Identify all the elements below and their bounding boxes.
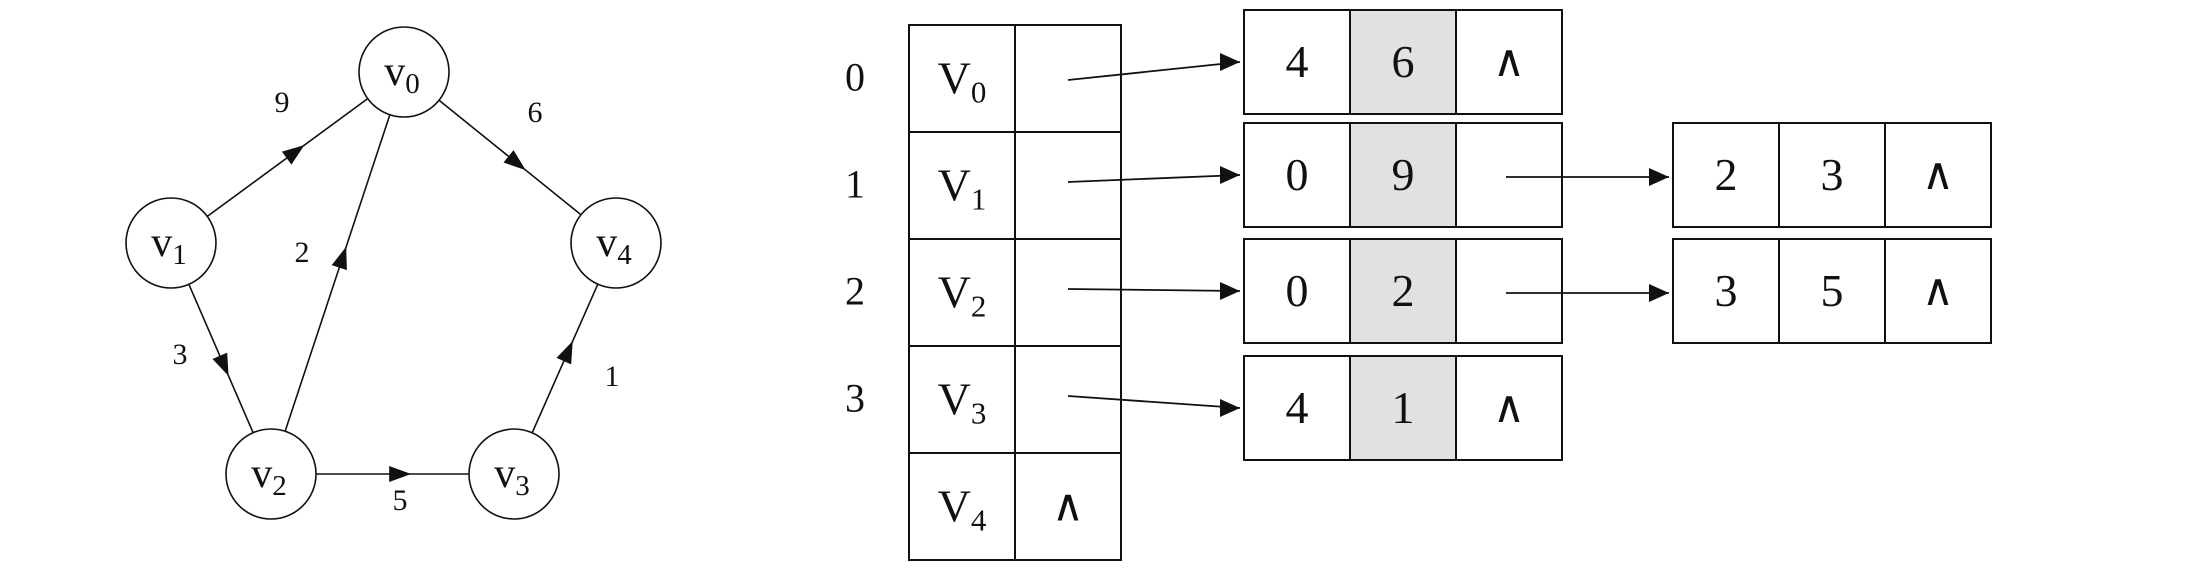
vertex-node-2: V2 xyxy=(908,238,1122,347)
pointer-arrow-icon xyxy=(1220,282,1240,300)
edge-arrow-icon xyxy=(556,341,573,365)
edge-node-2-1: 3 5 ∧ xyxy=(1672,238,1992,344)
weight-value: 9 xyxy=(1392,149,1415,200)
adjvex-value: 4 xyxy=(1286,382,1309,433)
vertex-node-1: V1 xyxy=(908,131,1122,240)
graph-node-v3: v3 xyxy=(468,428,560,520)
first-edge-pointer: ∧ xyxy=(1052,482,1084,531)
edge-arrow-icon xyxy=(281,145,305,165)
edge-v1-v0: 9 xyxy=(206,86,369,218)
weighted-digraph: 9 6 2 3 5 1 v0 v1 v2 v3 v4 xyxy=(125,26,662,520)
next-pointer: ∧ xyxy=(1922,266,1954,315)
next-pointer: ∧ xyxy=(1493,37,1525,86)
row-index-label: 1 xyxy=(845,162,865,207)
edge-weight-label: 9 xyxy=(275,86,290,119)
edge-arrow-icon xyxy=(389,466,412,482)
row-index-label: 2 xyxy=(845,269,865,314)
row-index-label: 3 xyxy=(845,376,865,421)
next-pointer: ∧ xyxy=(1493,383,1525,432)
node-label: v1 xyxy=(151,220,187,271)
edge-v0-v4: 6 xyxy=(438,96,582,216)
vertex-label: V4 xyxy=(938,481,987,538)
adjvex-value: 2 xyxy=(1715,149,1738,200)
node-label: v0 xyxy=(384,49,420,100)
edge-weight-label: 1 xyxy=(605,360,620,393)
pointer-arrow-icon xyxy=(1649,168,1669,186)
edge-v1-v2: 3 xyxy=(173,283,254,434)
vertex-label: V1 xyxy=(938,160,987,217)
edge-v2-v3: 5 xyxy=(316,466,469,517)
pointer-arrow-icon xyxy=(1220,399,1240,417)
next-pointer: ∧ xyxy=(1922,150,1954,199)
edge-node-3-0: 4 1 ∧ xyxy=(1243,355,1563,461)
edge-arrow-icon xyxy=(503,150,526,171)
adjvex-value: 0 xyxy=(1286,149,1309,200)
node-label: v2 xyxy=(251,451,287,502)
node-label: v3 xyxy=(494,451,530,502)
row-index-label: 0 xyxy=(845,55,865,100)
pointer-arrow-icon xyxy=(1649,284,1669,302)
edge-weight-label: 5 xyxy=(393,484,408,517)
node-label: v4 xyxy=(596,220,632,271)
edge-v2-v0: 2 xyxy=(284,114,391,432)
weight-value: 3 xyxy=(1821,149,1844,200)
graph-node-v4: v4 xyxy=(570,197,662,289)
vertex-label: V3 xyxy=(938,374,987,431)
pointer-arrow-icon xyxy=(1220,53,1240,71)
adjvex-value: 3 xyxy=(1715,265,1738,316)
graph-node-v0: v0 xyxy=(358,26,450,118)
graph-node-v2: v2 xyxy=(225,428,317,520)
weight-value: 2 xyxy=(1392,265,1415,316)
edge-node-1-1: 2 3 ∧ xyxy=(1672,122,1992,228)
weight-value: 1 xyxy=(1392,382,1415,433)
adjvex-value: 4 xyxy=(1286,36,1309,87)
vertex-node-0: V0 xyxy=(908,24,1122,133)
adjvex-value: 0 xyxy=(1286,265,1309,316)
edge-v3-v4: 1 xyxy=(531,283,620,434)
vertex-node-3: V3 xyxy=(908,345,1122,454)
edge-arrow-icon xyxy=(331,246,347,271)
vertex-label: V0 xyxy=(938,53,987,110)
edge-weight-label: 6 xyxy=(528,96,543,129)
edge-weight-label: 3 xyxy=(173,338,188,371)
weight-value: 6 xyxy=(1392,36,1415,87)
edge-weight-label: 2 xyxy=(295,236,310,269)
graph-node-v1: v1 xyxy=(125,197,217,289)
weight-value: 5 xyxy=(1821,265,1844,316)
vertex-label: V2 xyxy=(938,267,987,324)
pointer-arrow-icon xyxy=(1220,166,1240,184)
vertex-node-4: V4 ∧ xyxy=(908,452,1122,561)
edge-node-0-0: 4 6 ∧ xyxy=(1243,9,1563,115)
edge-arrow-icon xyxy=(212,352,229,377)
